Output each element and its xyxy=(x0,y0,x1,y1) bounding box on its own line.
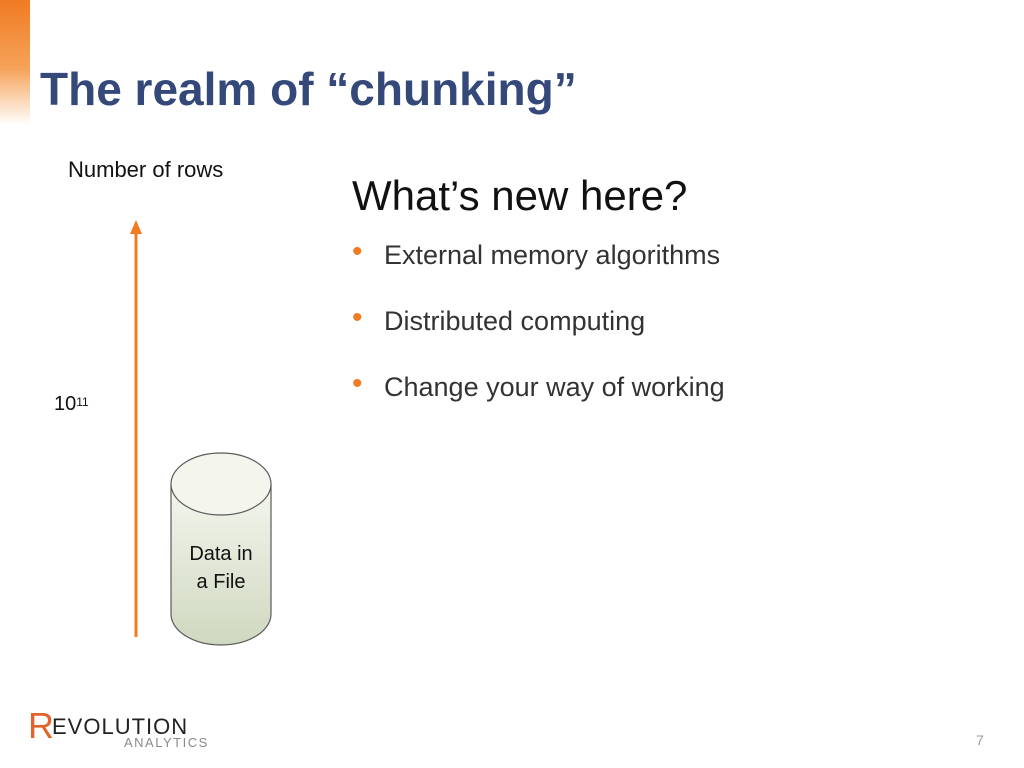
page-number: 7 xyxy=(976,732,984,748)
cylinder-label-line2: a File xyxy=(196,571,246,593)
revolution-analytics-logo: R EVOLUTION ANALYTICS xyxy=(28,705,228,750)
logo-sub-text: ANALYTICS xyxy=(124,735,209,750)
arrow-up-icon xyxy=(130,220,142,637)
rows-diagram xyxy=(130,220,272,646)
slide-title: The realm of “chunking” xyxy=(40,63,577,115)
database-cylinder-icon xyxy=(170,452,272,646)
cylinder-label-line1: Data in xyxy=(189,543,253,565)
accent-bar xyxy=(0,0,30,125)
axis-label: Number of rows xyxy=(68,157,224,182)
bullet-text: Change your way of working xyxy=(384,372,725,402)
bullet-dot-icon: • xyxy=(352,301,363,334)
bullet-dot-icon: • xyxy=(352,367,363,400)
tick-label: 1011 xyxy=(54,393,89,415)
bullet-text: External memory algorithms xyxy=(384,240,721,270)
bullet-text: Distributed computing xyxy=(384,306,646,336)
logo-initial: R xyxy=(28,705,54,746)
cylinder-label: Data in a File xyxy=(172,540,270,596)
logo-main-text: EVOLUTION xyxy=(52,714,189,739)
bullet-dot-icon: • xyxy=(352,235,363,268)
section-heading: What’s new here? xyxy=(352,172,688,219)
